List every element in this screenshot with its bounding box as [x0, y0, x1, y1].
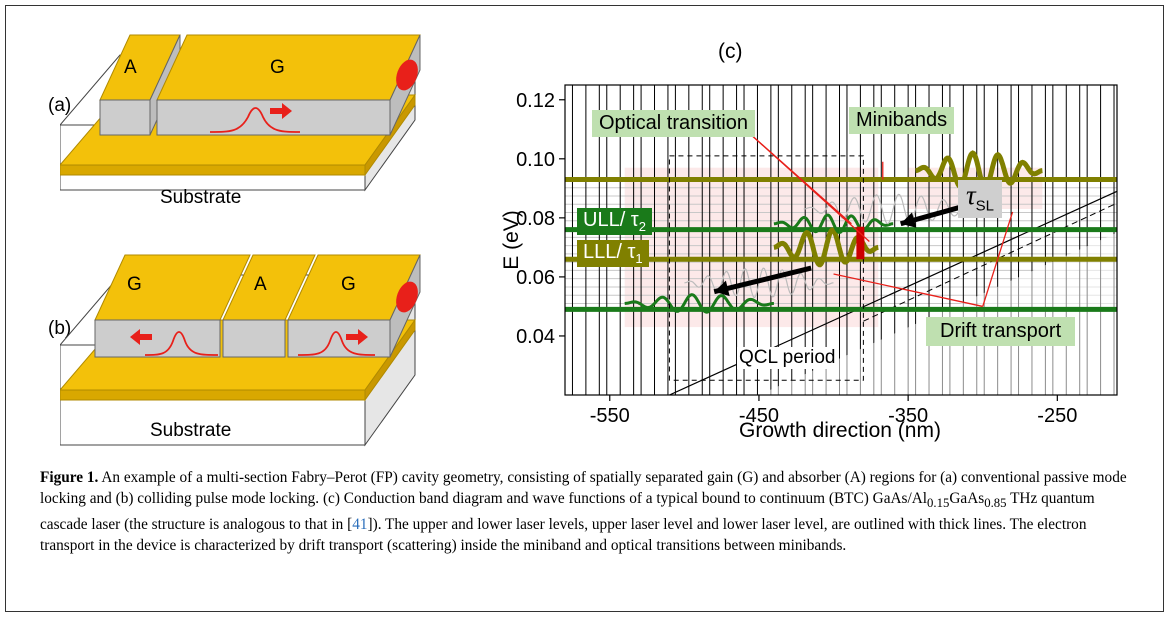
lll-sub: 1	[635, 251, 643, 266]
caption-text-2: GaAs	[949, 490, 985, 507]
panel-a-label: (a)	[48, 95, 72, 116]
x-tick-label: -350	[888, 405, 928, 427]
x-tick-label: -250	[1037, 405, 1077, 427]
panel-b-device	[60, 254, 421, 447]
lll-text: LLL/ τ	[583, 241, 636, 263]
caption-figure-number: Figure 1.	[40, 469, 99, 486]
caption-text-1: An example of a multi-section Fabry–Pero…	[40, 469, 1127, 507]
optical-transition-box: Optical transition	[592, 110, 755, 137]
panel-a-section-G: G	[270, 57, 285, 78]
minibands-box: Minibands	[849, 107, 955, 134]
ull-sub: 2	[638, 219, 646, 234]
panel-c-label: (c)	[718, 40, 743, 63]
panel-b-label: (b)	[48, 318, 72, 339]
band-wedge	[758, 232, 1117, 395]
panel-b-section-A: A	[254, 274, 267, 295]
drift-arrow-1	[713, 265, 812, 295]
pointer-drift-2	[982, 211, 1014, 307]
x-tick-label: -550	[590, 405, 630, 427]
caption-sub-1: 0.15	[927, 496, 950, 511]
ull-wavefunction	[773, 213, 894, 235]
panel-b-substrate-label: Substrate	[150, 420, 232, 441]
lll-label: LLL/ τ1	[577, 240, 649, 267]
y-tick-label: 0.04	[516, 326, 555, 348]
upper-wavefunction	[915, 150, 1043, 191]
panel-b-section-G2: G	[341, 274, 356, 295]
gray-wavefunction	[803, 193, 983, 225]
x-tick-label: -450	[739, 405, 779, 427]
tau-sub: SL	[975, 197, 995, 215]
qcl-period-box	[668, 155, 864, 381]
pointer-drift-1	[833, 273, 983, 308]
tau-sl-label: τSL	[958, 180, 1003, 219]
figure-frame	[5, 5, 1164, 612]
band-edge-dashed	[863, 202, 1117, 322]
y-tick-label: 0.06	[516, 267, 555, 289]
caption-text-4: ]). The upper and lower laser levels, up…	[40, 516, 1087, 555]
caption-sub-2: 0.85	[984, 496, 1007, 511]
y-tick-label: 0.10	[516, 149, 555, 171]
plot-frame	[564, 84, 1118, 396]
pointer-optical-2	[751, 134, 870, 242]
lower-wavefunction	[624, 293, 774, 314]
caption-reference-link[interactable]: 41	[352, 516, 368, 534]
figure-caption: Figure 1. An example of a multi-section …	[40, 467, 1140, 556]
drift-arrow-1-head	[714, 280, 730, 297]
x-axis-label: Growth direction (nm)	[739, 419, 941, 442]
panel-b-section-G1: G	[127, 274, 142, 295]
ull-label: ULL/ τ2	[577, 208, 652, 235]
drift-arrow-2-head	[900, 212, 917, 228]
panel-a-substrate-label: Substrate	[160, 187, 242, 208]
panel-a-section-A: A	[124, 57, 137, 78]
y-tick-label: 0.12	[516, 90, 555, 112]
qcl-period-label: QCL period	[737, 347, 838, 369]
drift-transport-box: Drift transport	[926, 317, 1076, 346]
optical-transition-bar	[856, 226, 865, 260]
caption-text-3: THz quantum cascade laser (the structure…	[40, 490, 1095, 534]
y-tick-label: 0.08	[516, 208, 555, 230]
ull-text: ULL/ τ	[583, 209, 639, 231]
panel-a-device	[60, 34, 421, 192]
tau-text: τ	[966, 180, 976, 210]
y-axis-label: E (eV)	[500, 210, 523, 270]
